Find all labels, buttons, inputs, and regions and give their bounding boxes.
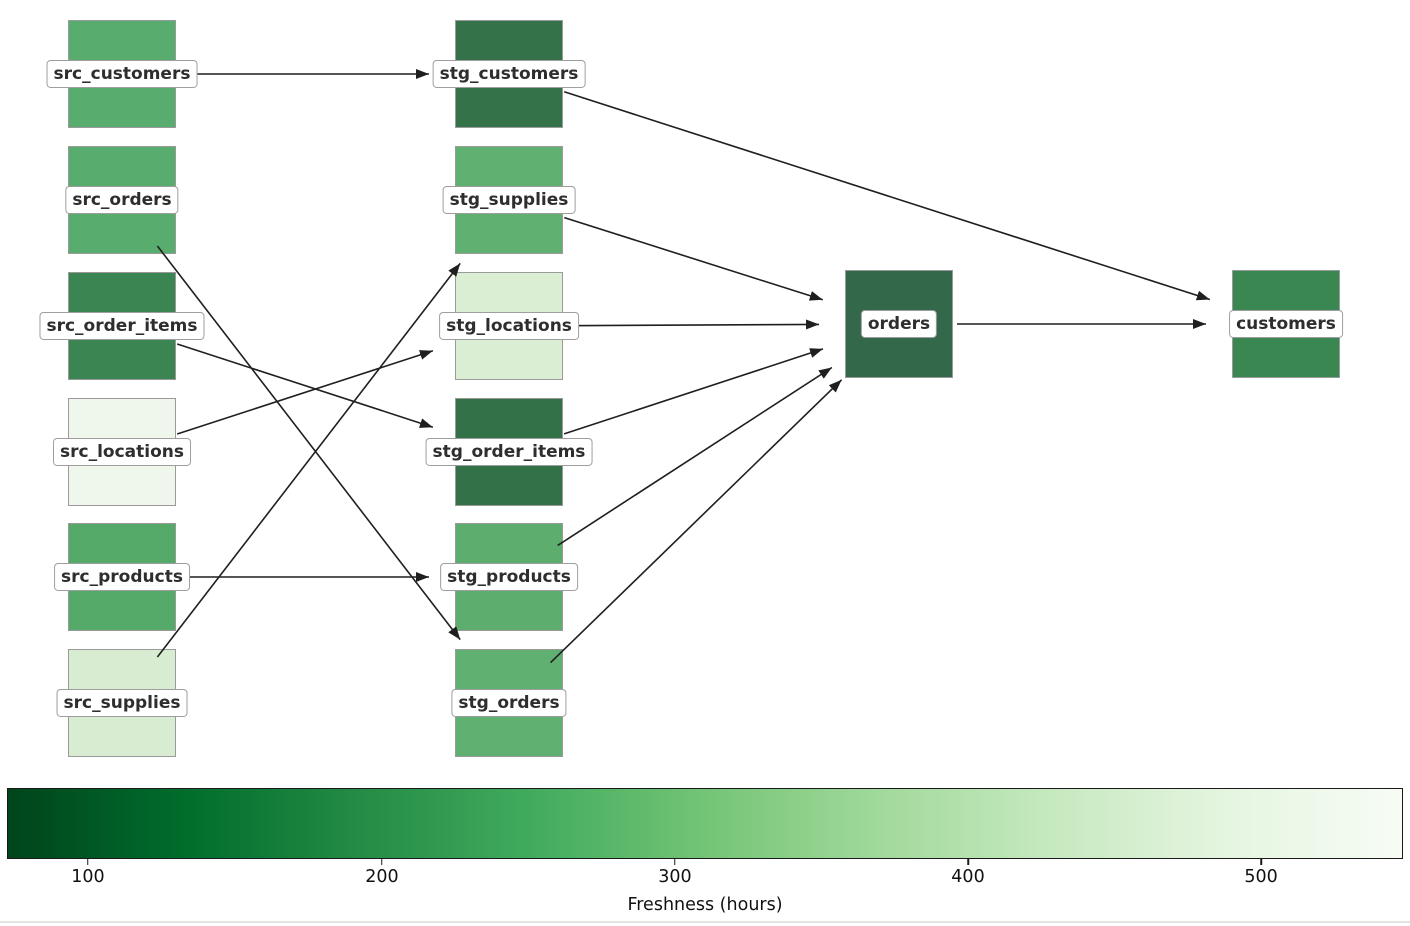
edge-stg_orders-to-orders xyxy=(550,379,843,664)
edges-layer xyxy=(156,69,1211,664)
colorbar-tick-300 xyxy=(674,858,676,865)
bottom-divider xyxy=(0,921,1410,923)
colorbar-axis-label: Freshness (hours) xyxy=(627,895,783,915)
node-label-stg_products: stg_products xyxy=(440,562,578,592)
edge-stg_order_items-to-orders xyxy=(563,348,824,435)
node-label-src_order_items: src_order_items xyxy=(39,311,205,341)
colorbar-gradient xyxy=(7,788,1403,859)
node-label-src_customers: src_customers xyxy=(46,59,198,89)
node-label-stg_customers: stg_customers xyxy=(432,59,586,89)
edge-src_locations-to-stg_locations xyxy=(176,350,434,435)
edge-stg_supplies-to-orders xyxy=(564,216,824,301)
edge-stg_locations-to-orders xyxy=(566,319,820,330)
node-label-stg_orders: stg_orders xyxy=(451,688,567,718)
colorbar-tick-100 xyxy=(87,858,89,865)
colorbar-tick-label-200: 200 xyxy=(365,867,399,887)
node-label-src_products: src_products xyxy=(54,562,190,592)
colorbar-tick-500 xyxy=(1260,858,1262,865)
node-label-src_supplies: src_supplies xyxy=(56,688,188,718)
node-label-orders: orders xyxy=(860,309,938,339)
colorbar-tick-label-500: 500 xyxy=(1244,867,1278,887)
edge-src_orders-to-stg_orders xyxy=(156,245,461,641)
colorbar-tick-400 xyxy=(967,858,969,865)
node-label-src_locations: src_locations xyxy=(53,437,191,467)
colorbar-tick-label-400: 400 xyxy=(951,867,985,887)
node-label-customers: customers xyxy=(1229,309,1343,339)
edge-src_supplies-to-stg_supplies xyxy=(156,262,461,658)
colorbar-tick-200 xyxy=(381,858,383,865)
edge-stg_customers-to-customers xyxy=(563,91,1211,301)
edge-src_order_items-to-stg_order_items xyxy=(176,343,434,428)
node-label-stg_supplies: stg_supplies xyxy=(442,185,576,215)
node-label-src_orders: src_orders xyxy=(65,185,179,215)
colorbar-tick-label-100: 100 xyxy=(71,867,105,887)
colorbar-ticks: 100 200 300 400 500 xyxy=(7,858,1403,906)
colorbar-tick-label-300: 300 xyxy=(658,867,692,887)
node-label-stg_order_items: stg_order_items xyxy=(425,437,593,467)
node-label-stg_locations: stg_locations xyxy=(439,311,579,341)
edge-stg_products-to-orders xyxy=(557,366,833,547)
